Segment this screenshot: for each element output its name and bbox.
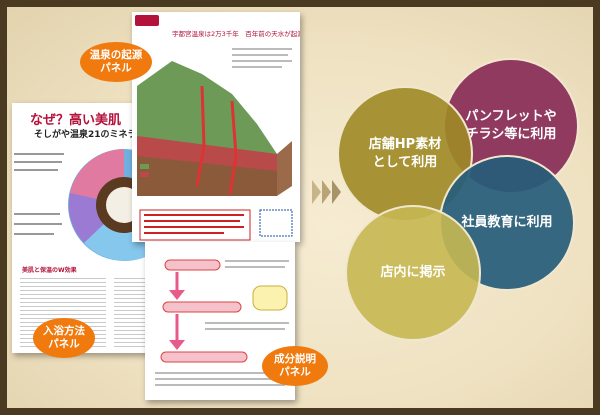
usage-circle-in-store: 店内に掲示 xyxy=(345,205,481,341)
ingredient-flow-diagram xyxy=(155,259,289,386)
bathing-panel-subheadline: そしがや温泉21のミネラル/ xyxy=(34,130,149,140)
bathing-panel-label: 入浴方法 パネル xyxy=(33,318,95,358)
logo-badge xyxy=(135,15,159,26)
usage-circle-store-hp-label: 店舗HP素材 として利用 xyxy=(368,137,442,170)
usage-circle-in-store-label: 店内に掲示 xyxy=(380,265,446,280)
chevron-right-icon xyxy=(322,180,331,204)
ingredient-panel-label: 成分説明 パネル xyxy=(262,346,328,386)
bathing-panel-caption: 美肌と保温のW効果 xyxy=(22,267,77,274)
usage-circle-pamphlet-label: パンフレットや チラシ等に利用 xyxy=(465,109,557,142)
chevron-right-icon xyxy=(332,180,341,204)
geology-cross-section-illustration xyxy=(137,48,293,241)
chevron-right-icon xyxy=(312,180,321,204)
origin-panel-header: 宇都宮温泉は2万3千年 百年前の天水が起源 xyxy=(132,12,300,46)
usage-circle-staff-training-label: 社員教育に利用 xyxy=(461,215,553,230)
origin-panel-image: 宇都宮温泉は2万3千年 百年前の天水が起源 xyxy=(132,12,300,242)
origin-panel-label: 温泉の起源 パネル xyxy=(80,42,152,82)
origin-panel-title: 宇都宮温泉は2万3千年 百年前の天水が起源 xyxy=(172,30,300,38)
bathing-panel-headline: なぜ？高い美肌 xyxy=(30,113,122,128)
